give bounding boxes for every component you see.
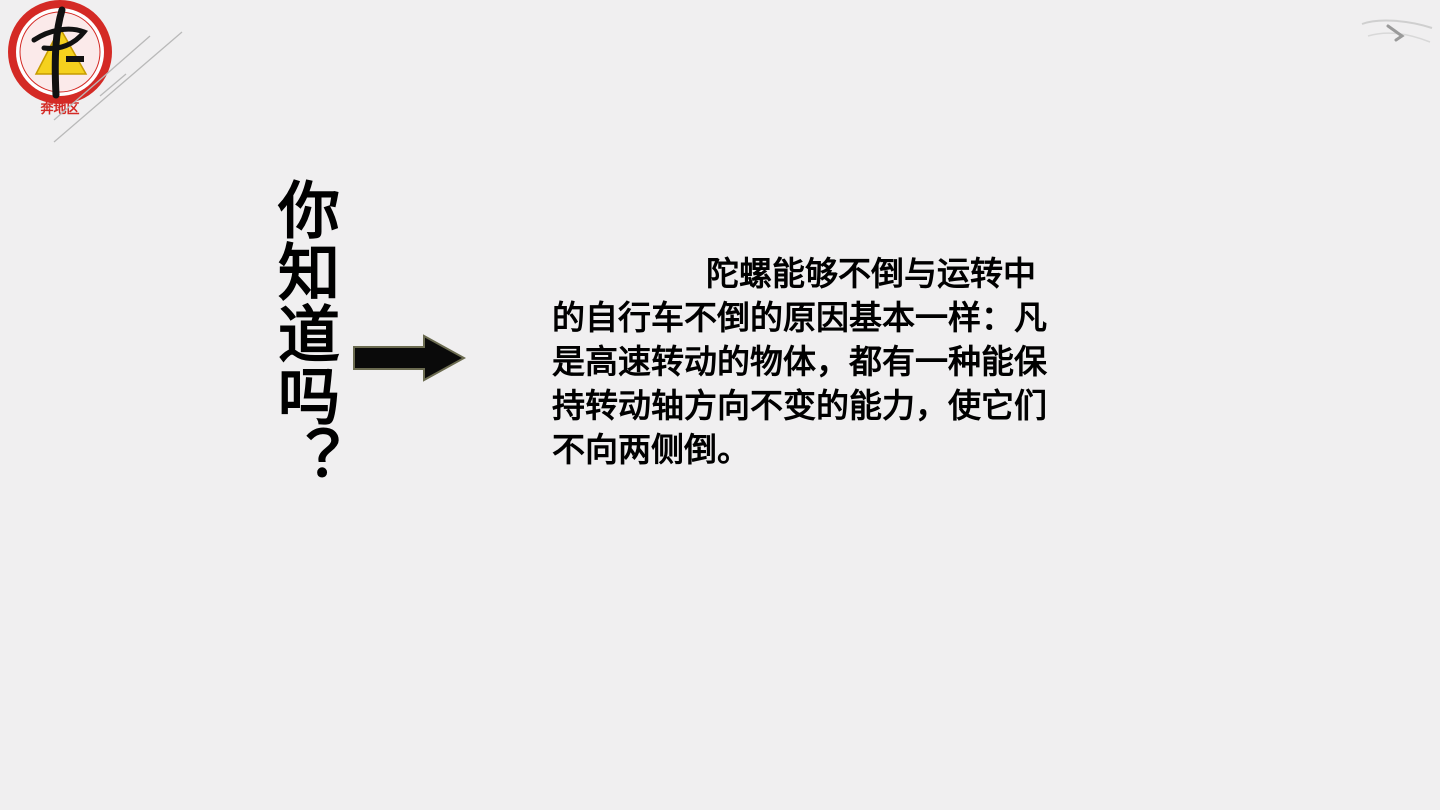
brush-stroke-icon: [1361, 19, 1433, 43]
decorative-lines: [53, 31, 183, 143]
emblem-text: 奔地区: [39, 101, 79, 117]
right-arrow-icon: [353, 334, 466, 382]
body-paragraph: 陀螺能够不倒与运转中的自行车不倒的原因基本一样：凡是高速转动的物体，都有一种能保…: [552, 254, 1047, 469]
school-emblem-icon: 奔地区: [8, 0, 112, 117]
vertical-title: 你知道吗？: [267, 178, 340, 488]
